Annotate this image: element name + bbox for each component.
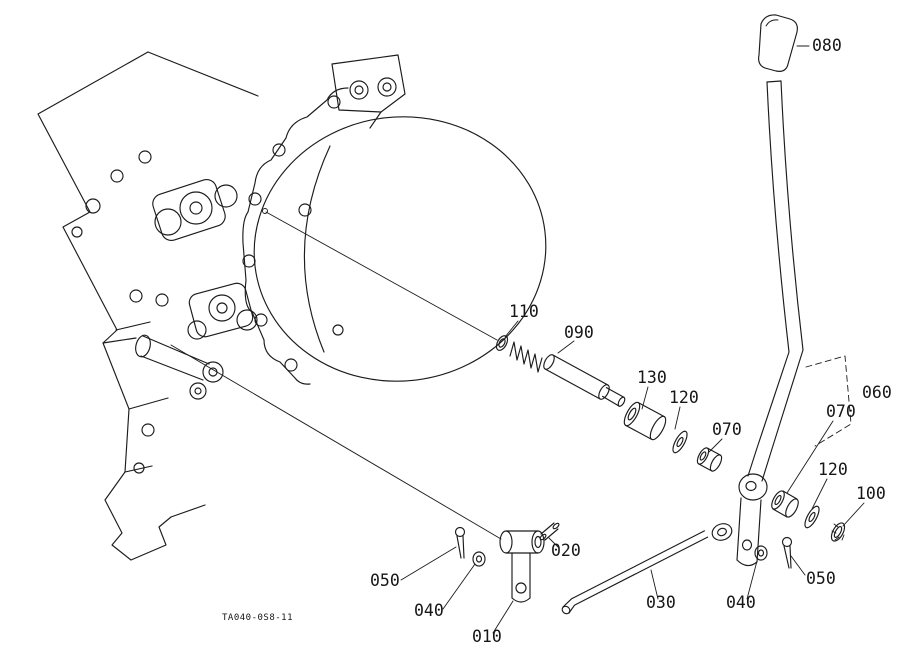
gear-cluster-lower	[187, 282, 258, 340]
axis-reference-lines	[170, 208, 502, 540]
lever-pivot-boss	[738, 473, 768, 501]
washer-040-right	[754, 545, 768, 561]
callout-labels: 080 110 090 130 120 070 060 070 120 100 …	[222, 36, 892, 646]
callout-120-upper: 120	[669, 388, 699, 407]
callout-070-lower: 070	[826, 402, 856, 421]
clutch-housing-drawing	[242, 54, 547, 385]
linkage-rod-030	[561, 523, 733, 615]
transmission-housing-drawing	[37, 51, 259, 561]
snap-ring-100	[830, 522, 846, 542]
leader-lines	[400, 45, 865, 634]
assembly-bracket-060	[805, 355, 852, 447]
drawing-code: TA040-0S8-11	[222, 613, 293, 623]
collar-070-lower	[771, 490, 799, 518]
shift-shaft-in-housing	[135, 334, 224, 400]
flange-scalloped-edge	[242, 87, 349, 385]
washer-120-upper	[672, 430, 688, 454]
lever-lower-plate	[736, 497, 762, 567]
shift-lever-drawing	[736, 14, 804, 567]
shift-arm-010	[499, 530, 545, 603]
callout-060: 060	[862, 383, 892, 402]
callout-120-lower: 120	[818, 460, 848, 479]
callout-020: 020	[551, 541, 581, 560]
shift-rod-090	[543, 354, 626, 407]
callout-050-right: 050	[806, 569, 836, 588]
callout-040-right: 040	[726, 593, 756, 612]
clutch-housing-circle	[253, 116, 547, 382]
pin-020	[539, 522, 560, 541]
callout-090: 090	[564, 323, 594, 342]
callout-010: 010	[472, 627, 502, 646]
linkage-rod-drawing	[499, 522, 733, 615]
callout-070-upper: 070	[712, 420, 742, 439]
callout-050-left: 050	[370, 571, 400, 590]
gear-cluster-upper	[152, 179, 238, 241]
top-mounting-bracket	[331, 54, 406, 129]
spring-090	[509, 341, 543, 373]
collar-070-upper	[696, 447, 723, 472]
washer-040-left	[472, 551, 486, 567]
fasteners-drawing	[454, 526, 793, 569]
callout-030: 030	[646, 593, 676, 612]
collar-130	[623, 401, 667, 441]
lever-shaft	[747, 80, 804, 482]
washer-120-lower	[804, 505, 820, 529]
inner-bore-arc	[303, 145, 331, 353]
callout-040-left: 040	[414, 601, 444, 620]
shift-knob	[758, 14, 798, 72]
shaft-spring-assembly-drawing	[495, 335, 846, 542]
cotter-pin-050-right	[781, 536, 793, 569]
callout-110: 110	[509, 302, 539, 321]
callout-130: 130	[637, 368, 667, 387]
callout-080: 080	[812, 36, 842, 55]
cotter-pin-050-left	[454, 526, 466, 559]
callout-100: 100	[856, 484, 886, 503]
